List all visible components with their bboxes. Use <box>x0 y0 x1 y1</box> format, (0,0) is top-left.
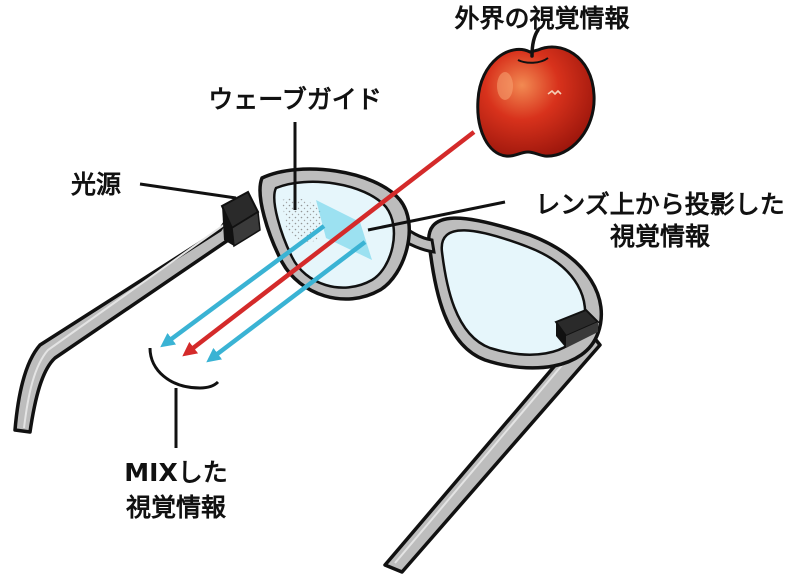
projected-ray-upper <box>160 224 326 348</box>
label-projected-line2: 視覚情報 <box>610 222 711 251</box>
right-hinge <box>554 308 600 348</box>
label-projected-line1: レンズ上から投影した <box>535 190 785 219</box>
label-waveguide: ウェーブガイド <box>208 85 382 114</box>
label-light-source: 光源 <box>70 170 121 199</box>
label-mix-line1: MIXした <box>124 458 227 487</box>
waveguide-region <box>282 198 322 242</box>
label-external-visual-info: 外界の視覚情報 <box>454 4 630 33</box>
leader-light-source <box>139 182 237 200</box>
external-light-ray <box>182 130 476 357</box>
label-mix-line2: 視覚情報 <box>126 493 227 522</box>
light-source-module <box>220 190 261 248</box>
eye-arc <box>148 347 220 390</box>
right-temple <box>383 328 602 574</box>
apple-icon <box>476 28 596 158</box>
left-temple <box>13 210 242 434</box>
leader-projected <box>367 200 506 232</box>
right-lens <box>426 216 603 370</box>
projected-ray-lower <box>206 240 367 363</box>
